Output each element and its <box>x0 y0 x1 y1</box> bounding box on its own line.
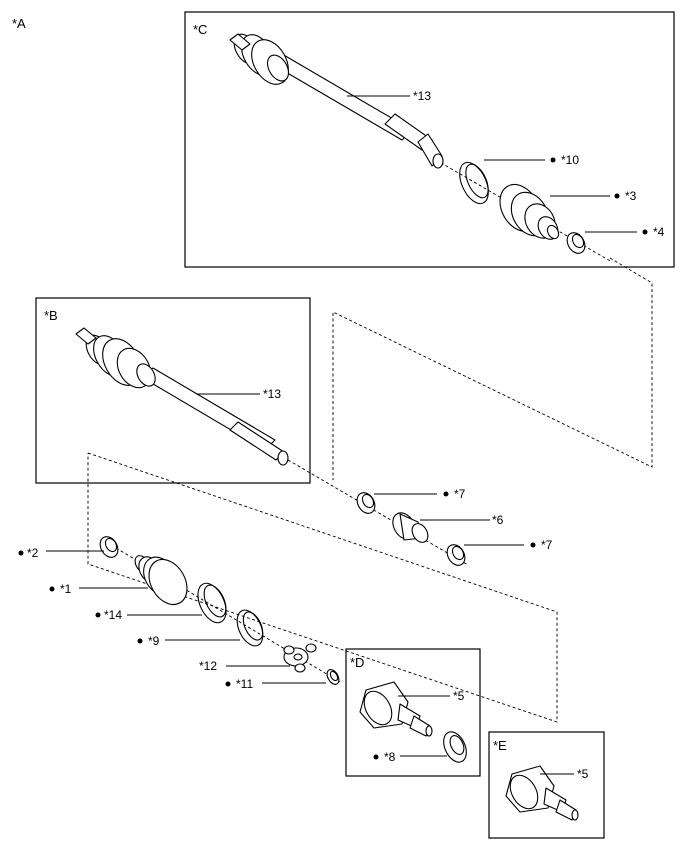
callout-c11: *11 <box>236 677 253 691</box>
bullet-c10 <box>550 157 556 163</box>
frame-view-e <box>488 731 605 839</box>
callout-c7b: *7 <box>541 538 553 552</box>
frame-view-b <box>35 297 311 484</box>
callout-d5: *5 <box>453 689 465 703</box>
oil-seal-8 <box>443 731 467 763</box>
outboard-boot-3 <box>499 184 560 240</box>
callout-c9: *9 <box>148 634 160 648</box>
callout-c3: *3 <box>625 189 637 203</box>
callout-c2: *2 <box>27 546 39 560</box>
axis-line-b <box>287 459 469 566</box>
boot-clamp-9 <box>236 609 264 647</box>
view-label-b: *B <box>44 308 58 323</box>
snap-ring-11 <box>326 669 340 685</box>
bullet-c2 <box>18 550 24 556</box>
bullet-c11 <box>225 681 231 687</box>
inboard-joint-5-d <box>359 681 433 737</box>
view-label-a: *A <box>12 16 26 31</box>
dashed-projection-upper <box>332 257 653 480</box>
callout-d8: *8 <box>384 750 396 764</box>
bullet-c4 <box>642 229 648 235</box>
bullet-d8 <box>373 754 379 760</box>
callout-c12: *12 <box>199 659 217 673</box>
callout-c1: *1 <box>60 582 72 596</box>
bullet-c14 <box>95 612 101 618</box>
boot-clamp-10 <box>459 161 489 205</box>
shaft-assembly-c <box>229 33 444 169</box>
callout-c14: *14 <box>104 608 122 622</box>
damper-6 <box>392 512 429 543</box>
bullet-c3 <box>614 193 620 199</box>
frame-view-c <box>184 11 675 268</box>
clamp-2 <box>99 536 119 558</box>
bullet-c9 <box>137 638 143 644</box>
clamp-7-upper <box>356 492 376 514</box>
bullet-c7a <box>443 491 449 497</box>
view-label-c: *C <box>193 22 207 37</box>
clamp-7-lower <box>446 544 466 566</box>
boot-clamp-14 <box>197 582 227 624</box>
callout-c13: *13 <box>413 89 431 103</box>
callout-b13: *13 <box>263 387 281 401</box>
tripod-joint-12 <box>283 643 317 673</box>
shaft-assembly-b <box>75 327 289 466</box>
callout-c7a: *7 <box>454 487 466 501</box>
bullet-c1 <box>49 586 55 592</box>
view-label-e: *E <box>493 738 507 753</box>
callout-c6: *6 <box>492 513 504 527</box>
callout-c10: *10 <box>561 153 579 167</box>
boot-clamp-4 <box>566 232 586 254</box>
inboard-joint-5-e <box>505 765 579 821</box>
inboard-boot-1 <box>134 555 188 606</box>
view-label-d: *D <box>350 655 364 670</box>
frame-view-d <box>345 648 481 777</box>
callout-e5: *5 <box>577 767 589 781</box>
callout-c4: *4 <box>653 225 665 239</box>
dashed-projection-lower <box>87 452 558 723</box>
bullet-c7b <box>530 542 536 548</box>
